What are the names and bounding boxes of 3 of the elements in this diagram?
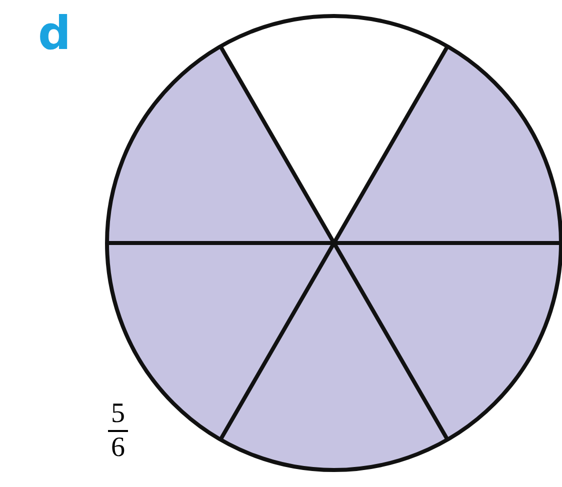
- fraction-denominator: 6: [111, 434, 125, 462]
- fraction-numerator: 5: [111, 400, 125, 428]
- panel-letter: d: [38, 10, 71, 56]
